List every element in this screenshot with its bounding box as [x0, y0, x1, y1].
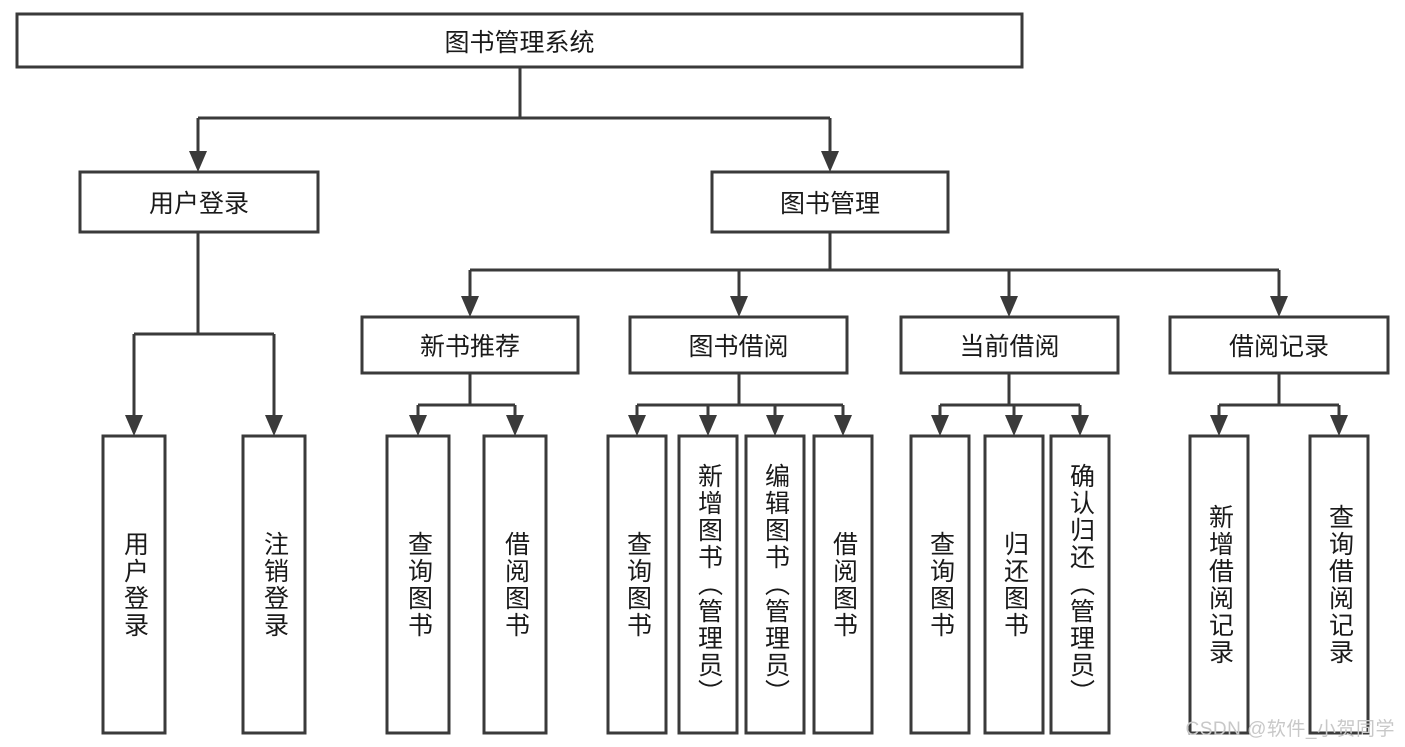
arrow-borrow-record-icon	[1270, 296, 1288, 317]
node-box-leaf-add-borrow-record[interactable]	[1188, 434, 1250, 735]
node-box-book-borrow[interactable]	[628, 315, 849, 375]
node-box-leaf-borrow-book-recommend[interactable]	[482, 434, 548, 735]
arrow-leaf-query-book-recommend-icon	[409, 415, 427, 436]
node-box-leaf-query-book-borrow[interactable]	[606, 434, 668, 735]
node-boxes-layer	[15, 12, 1390, 735]
node-box-leaf-logout-login[interactable]	[241, 434, 307, 735]
arrow-new-book-recommend-icon	[461, 296, 479, 317]
node-box-book-management[interactable]	[710, 170, 950, 234]
node-box-leaf-query-book-current[interactable]	[909, 434, 971, 735]
arrow-leaf-add-borrow-record-icon	[1210, 415, 1228, 436]
arrow-book-management-icon	[821, 151, 839, 172]
arrow-current-borrow-icon	[1000, 296, 1018, 317]
node-box-leaf-return-book[interactable]	[983, 434, 1045, 735]
csdn-watermark: CSDN @软件_小贺同学	[1185, 719, 1395, 740]
node-box-leaf-query-book-recommend[interactable]	[385, 434, 451, 735]
arrow-leaf-borrow-book-recommend-icon	[506, 415, 524, 436]
arrow-leaf-return-book-icon	[1005, 415, 1023, 436]
arrow-leaf-borrow-book-borrow-icon	[834, 415, 852, 436]
arrowheads-layer	[125, 151, 1348, 436]
node-box-root[interactable]	[15, 12, 1024, 69]
node-box-leaf-confirm-return-admin[interactable]	[1049, 434, 1111, 735]
arrow-leaf-query-book-borrow-icon	[628, 415, 646, 436]
arrow-leaf-user-login-icon	[125, 415, 143, 436]
arrow-book-borrow-icon	[730, 296, 748, 317]
node-box-leaf-borrow-book-borrow[interactable]	[812, 434, 874, 735]
node-box-current-borrow[interactable]	[899, 315, 1120, 375]
arrow-leaf-add-book-admin-icon	[699, 415, 717, 436]
arrow-leaf-query-book-current-icon	[931, 415, 949, 436]
node-box-leaf-add-book-admin[interactable]	[677, 434, 739, 735]
arrow-user-login-icon	[189, 151, 207, 172]
node-box-leaf-edit-book-admin[interactable]	[744, 434, 806, 735]
arrow-leaf-query-borrow-record-icon	[1330, 415, 1348, 436]
node-box-new-book-recommend[interactable]	[360, 315, 580, 375]
arrow-leaf-logout-login-icon	[265, 415, 283, 436]
node-box-borrow-record[interactable]	[1168, 315, 1390, 375]
node-box-user-login[interactable]	[78, 170, 320, 234]
node-box-leaf-user-login[interactable]	[101, 434, 167, 735]
arrow-leaf-confirm-return-admin-icon	[1071, 415, 1089, 436]
node-box-leaf-query-borrow-record[interactable]	[1308, 434, 1370, 735]
arrow-leaf-edit-book-admin-icon	[766, 415, 784, 436]
